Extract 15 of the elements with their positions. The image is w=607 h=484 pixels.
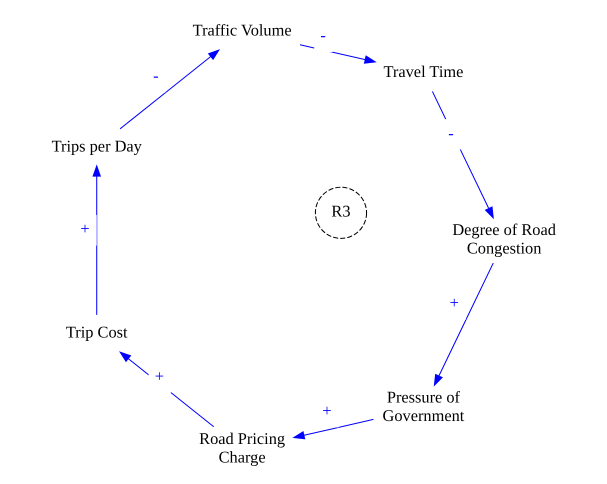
edge-label: - bbox=[153, 66, 159, 85]
node-text: Traffic Volume bbox=[192, 20, 292, 39]
edge-label: - bbox=[448, 122, 454, 142]
edge-label: + bbox=[154, 366, 164, 385]
node-text: Degree of Road Congestion bbox=[452, 220, 556, 258]
node-text: Road Pricing Charge bbox=[199, 428, 286, 466]
node-text: Trip Cost bbox=[66, 322, 128, 341]
node-text: Pressure of Government bbox=[382, 387, 464, 425]
label: R3 bbox=[331, 201, 351, 220]
node-text: Travel Time bbox=[384, 61, 464, 80]
edge-label: - bbox=[320, 25, 326, 44]
node-text: Trips per Day bbox=[52, 136, 142, 155]
edge-label: + bbox=[450, 292, 459, 312]
edge-label: + bbox=[322, 400, 332, 420]
edge-label: + bbox=[80, 218, 90, 238]
